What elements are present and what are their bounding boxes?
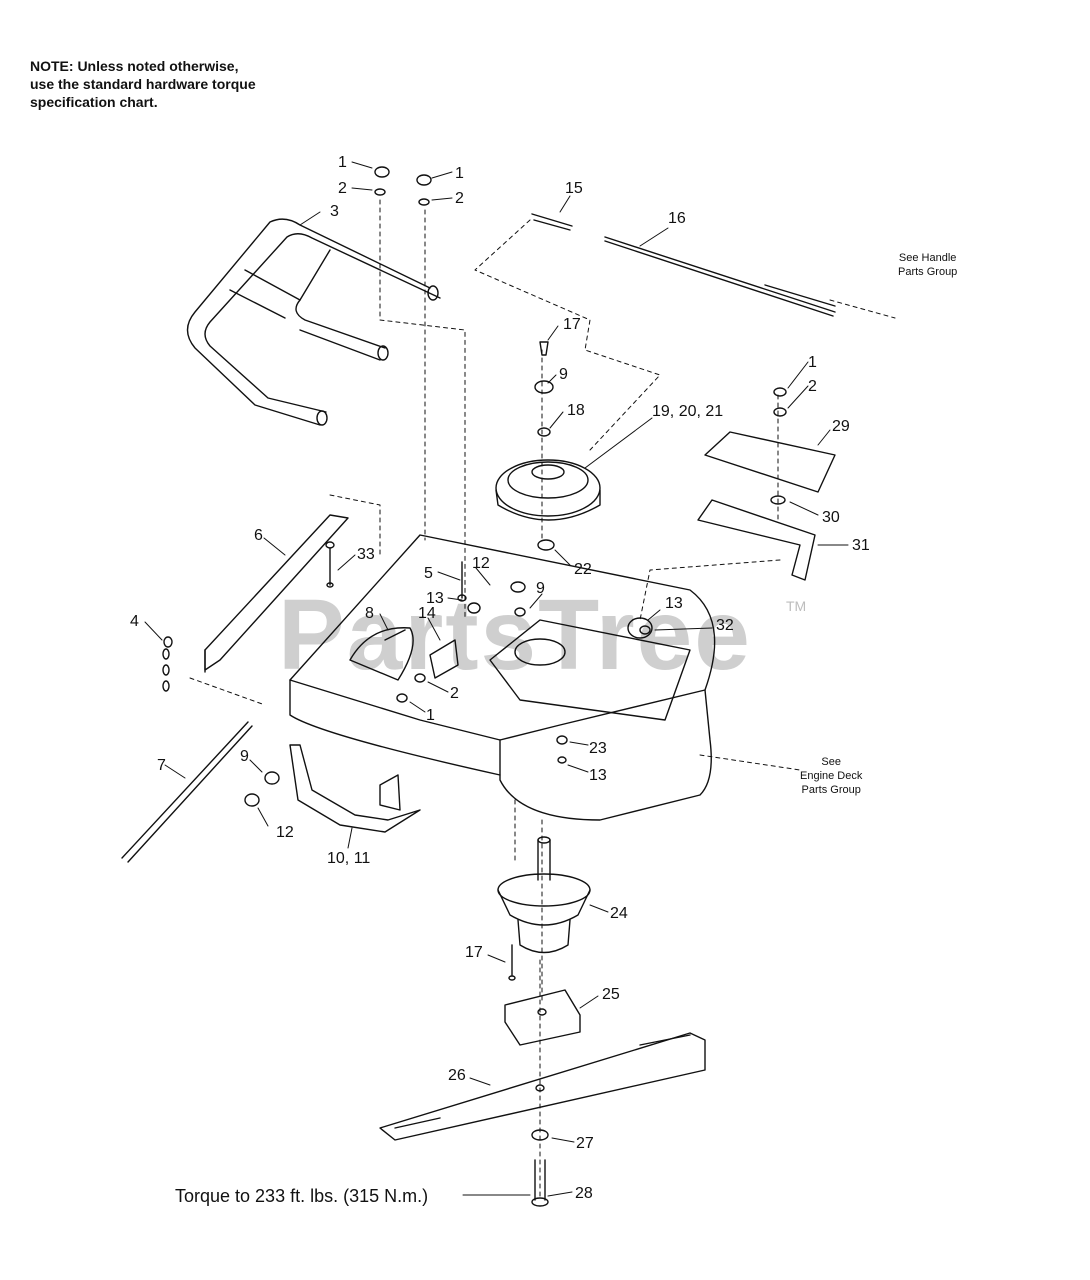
callout-1: 1 [338,154,347,171]
callout-1: 1 [426,707,435,724]
chain-part-4 [162,636,173,692]
callout-leaders [144,161,849,1197]
callout-4: 4 [130,613,139,630]
right-brackets [697,387,836,581]
callout-28: 28 [575,1185,593,1202]
callout-2: 2 [338,180,347,197]
callout-12: 12 [472,555,490,572]
callout-32: 32 [716,617,734,634]
callout-6: 6 [254,527,263,544]
handle-part-3 [186,218,441,426]
callout-31: 31 [852,537,870,554]
spring-and-rod [531,213,836,317]
callout-16: 16 [668,210,686,227]
watermark-trademark: TM [786,598,807,614]
callout-8: 8 [365,605,374,622]
mower-deck [289,534,716,821]
callout-2: 2 [450,685,459,702]
callout-5: 5 [424,565,433,582]
callout-33: 33 [357,546,375,563]
callout-3: 3 [330,203,339,220]
callout-29: 29 [832,418,850,435]
spindle-assembly [497,836,591,981]
callout-2: 2 [808,378,817,395]
engine-deck-parts-reference: See Engine Deck Parts Group [800,755,862,797]
handle-parts-reference: See Handle Parts Group [898,251,957,279]
note-line-1: NOTE: Unless noted otherwise, [30,58,239,74]
note-line-3: specification chart. [30,94,158,110]
callout-12: 12 [276,824,294,841]
callout-27: 27 [576,1135,594,1152]
callout-24: 24 [610,905,628,922]
callout-2: 2 [455,190,464,207]
handle-ref-line-2: Parts Group [898,266,958,278]
callout-13: 13 [589,767,607,784]
callout-13: 13 [665,595,683,612]
blade-bolt [531,1129,549,1207]
callout-9: 9 [559,366,568,383]
callout-1: 1 [808,354,817,371]
top-hardware [374,166,432,206]
callout-10-11: 10, 11 [327,850,370,867]
hardware-torque-note: NOTE: Unless noted otherwise, use the st… [30,57,256,111]
callout-labels: 1 2 3 1 2 15 16 17 9 18 19, 20, 21 1 2 2… [130,154,870,1202]
discharge-shield [289,744,421,833]
engine-ref-line-2: Engine Deck [800,770,863,782]
engine-ref-line-3: Parts Group [801,784,861,796]
callout-9: 9 [536,580,545,597]
partstree-watermark: PartsTree [278,579,752,691]
note-line-2: use the standard hardware torque [30,76,256,92]
callout-17: 17 [465,944,483,961]
assembly-dashed-lines [189,199,896,1201]
callout-18: 18 [567,402,585,419]
callout-17: 17 [563,316,581,333]
blade-adapter [504,989,581,1046]
handle-ref-line-1: See Handle [898,252,957,264]
blade-bolt-torque-note: Torque to 233 ft. lbs. (315 N.m.) [175,1186,429,1206]
callout-30: 30 [822,509,840,526]
callout-19-20-21: 19, 20, 21 [652,403,723,420]
engine-ref-line-1: See [821,756,841,768]
callout-7: 7 [157,757,166,774]
callout-26: 26 [448,1067,466,1084]
callout-15: 15 [565,180,583,197]
lower-left-parts [121,721,280,863]
callout-22: 22 [574,561,592,578]
callout-1: 1 [455,165,464,182]
left-bracket [204,514,349,673]
callout-9: 9 [240,748,249,765]
callout-23: 23 [589,740,607,757]
callout-13: 13 [426,590,444,607]
callout-14: 14 [418,605,436,622]
pulley-assembly [495,341,601,551]
mower-blade [379,1032,706,1141]
deck-hardware [384,561,651,764]
callout-25: 25 [602,986,620,1003]
